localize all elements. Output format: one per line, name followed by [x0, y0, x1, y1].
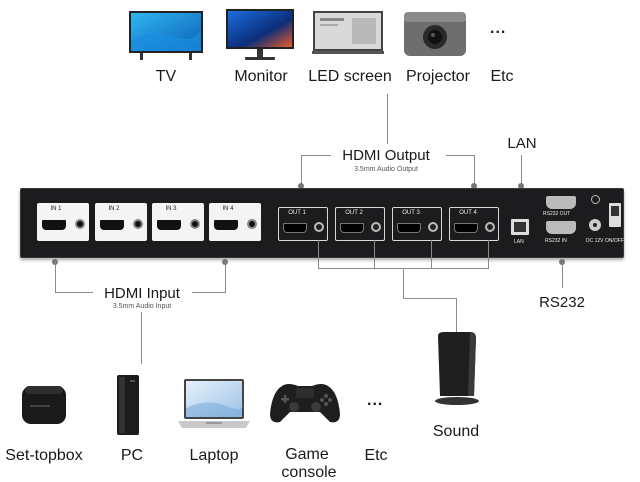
output-port-label: OUT 2 — [345, 210, 363, 216]
hdmi-output-port-3[interactable]: OUT 3 — [392, 207, 442, 241]
hdmi-input-port-4[interactable]: IN 4 — [209, 203, 261, 241]
ellipsis-icon: ... — [367, 392, 384, 409]
rs232-in-label: RS232 IN — [545, 238, 567, 244]
device-label-led-screen: LED screen — [308, 68, 392, 85]
output-port-label: OUT 1 — [288, 210, 306, 216]
hdmi-input-title: HDMI Input — [104, 285, 180, 302]
hdmi-port-icon — [454, 223, 478, 233]
audio-jack-icon — [133, 219, 143, 229]
ellipsis-icon: ... — [490, 20, 507, 37]
audio-jack-icon — [247, 219, 257, 229]
sound-connector — [456, 298, 457, 332]
hdmi-input-port-1[interactable]: IN 1 — [37, 203, 89, 241]
input-port-label: IN 3 — [165, 206, 177, 212]
audio-jack-icon — [428, 222, 438, 232]
hdmi-input-bracket-left — [55, 292, 93, 293]
hdmi-port-icon — [100, 220, 124, 230]
hdmi-port-icon — [214, 220, 238, 230]
device-label-etc-source: Etc — [364, 447, 388, 464]
audio-jack-icon — [75, 219, 85, 229]
rs232-label: RS232 — [539, 294, 585, 311]
input-port-label: IN 1 — [50, 206, 62, 212]
hdmi-output-port-2[interactable]: OUT 2 — [335, 207, 385, 241]
audio-jack-icon — [190, 219, 200, 229]
power-switch[interactable] — [609, 203, 621, 227]
pc-tower-icon — [115, 374, 141, 436]
hdmi-output-bracket-left-drop — [301, 155, 302, 185]
hdmi-port-icon — [157, 220, 181, 230]
audio-out-wire-1 — [318, 240, 319, 269]
lan-port-label: LAN — [514, 239, 524, 245]
monitor-icon — [225, 8, 295, 62]
hdmi-input-port-3[interactable]: IN 3 — [152, 203, 204, 241]
hdmi-output-title: HDMI Output — [342, 147, 430, 164]
device-label-console: console — [281, 464, 337, 481]
device-label-projector: Projector — [405, 68, 471, 85]
led-screen-icon — [312, 10, 384, 54]
hdmi-port-icon — [397, 223, 421, 233]
audio-out-wire-2 — [374, 240, 375, 269]
hdmi-output-port-4[interactable]: OUT 4 — [449, 207, 499, 241]
hdmi-output-port-1[interactable]: OUT 1 — [278, 207, 328, 241]
device-label-laptop: Laptop — [189, 447, 239, 464]
hdmi-output-dot-right — [471, 183, 477, 189]
gamepad-icon — [268, 380, 342, 426]
laptop-icon — [176, 378, 252, 434]
audio-jack-icon — [371, 222, 381, 232]
hdmi-input-port-2[interactable]: IN 2 — [95, 203, 147, 241]
source-devices-connector — [141, 312, 142, 364]
audio-drop-wire — [403, 268, 404, 299]
rs232-out-label: RS232 OUT — [543, 211, 571, 217]
input-port-label: IN 2 — [108, 206, 120, 212]
rs232-connector — [562, 262, 563, 288]
sound-label: Sound — [432, 423, 480, 440]
matrix-switch-back-panel: IN 1 IN 2 IN 3 IN 4 OUT 1 OUT 2 OUT 3 OU… — [20, 188, 624, 258]
hdmi-port-icon — [42, 220, 66, 230]
audio-jack-icon — [314, 222, 324, 232]
hdmi-input-bracket-right — [192, 292, 226, 293]
hdmi-port-icon — [283, 223, 307, 233]
rs232-out-port[interactable] — [546, 196, 576, 209]
hdmi-input-bracket-right-rise — [225, 262, 226, 292]
audio-to-sound-wire — [403, 298, 457, 299]
hdmi-output-subtitle: 3.5mm Audio Output — [354, 166, 418, 173]
hdmi-port-icon — [340, 223, 364, 233]
dc-label: DC 12V — [586, 238, 604, 244]
hdmi-output-bracket-right — [446, 155, 474, 156]
ground-icon — [591, 195, 600, 204]
tv-icon — [128, 10, 204, 62]
output-port-label: OUT 4 — [459, 210, 477, 216]
output-port-label: OUT 3 — [402, 210, 420, 216]
audio-out-wire-4 — [488, 240, 489, 269]
device-label-monitor: Monitor — [234, 68, 288, 85]
lan-port[interactable] — [511, 219, 529, 235]
audio-out-wire-3 — [431, 240, 432, 269]
hdmi-output-bracket-left — [301, 155, 331, 156]
hdmi-output-bracket-right-drop — [474, 155, 475, 185]
input-port-label: IN 4 — [222, 206, 234, 212]
hdmi-input-bracket-left-rise — [55, 262, 56, 292]
set-top-box-icon — [20, 380, 68, 428]
device-label-set-topbox: Set-topbox — [5, 447, 83, 464]
power-label: ON/OFF — [605, 238, 624, 244]
rs232-in-port[interactable] — [546, 221, 576, 234]
speaker-icon — [430, 330, 484, 410]
hdmi-input-subtitle: 3.5mm Audio Input — [112, 303, 172, 310]
dc-power-jack[interactable] — [589, 219, 601, 231]
output-devices-connector — [387, 94, 388, 144]
projector-icon — [400, 8, 470, 58]
lan-dot — [518, 183, 524, 189]
lan-label: LAN — [507, 135, 537, 152]
device-label-tv: TV — [155, 68, 177, 85]
audio-jack-icon — [485, 222, 495, 232]
device-label-etc-output: Etc — [490, 68, 514, 85]
lan-connector — [521, 155, 522, 185]
device-label-game: Game — [285, 446, 329, 463]
device-label-pc: PC — [120, 447, 144, 464]
hdmi-output-dot-left — [298, 183, 304, 189]
